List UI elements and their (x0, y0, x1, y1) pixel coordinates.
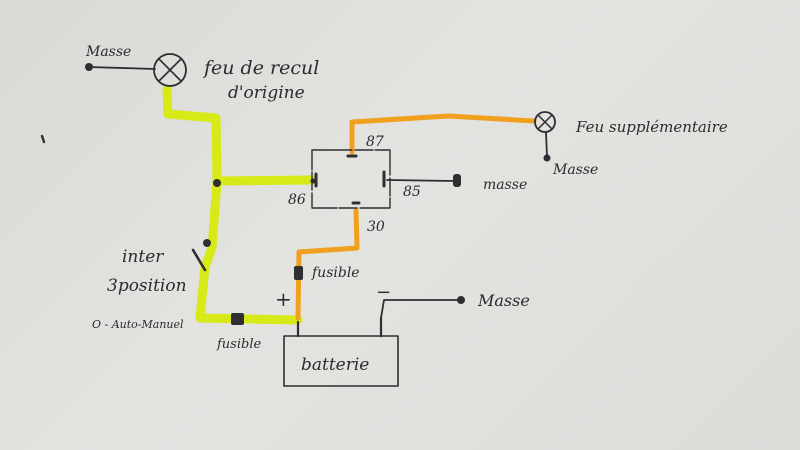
relay-masse-terminal (453, 174, 461, 187)
pin-85-label: 85 (403, 184, 421, 200)
orange-wire-30-to-battery (295, 207, 360, 321)
yellow-wire-to-relay-86 (212, 175, 317, 186)
label-masse-lamp-extra: Masse (552, 162, 598, 178)
label-3position: 3position (107, 276, 187, 296)
orange-wire-group (295, 113, 537, 321)
lamp-cross-icon (153, 53, 187, 87)
masse-wire-top-left (88, 66, 156, 70)
label-masse-relay: masse (483, 177, 527, 193)
fuse-orange (294, 266, 303, 280)
fuse-yellow (231, 313, 244, 325)
label-batterie: batterie (301, 355, 369, 375)
pin-87-label: 87 (366, 134, 384, 150)
pin-86-label: 86 (288, 192, 306, 208)
masse-terminal-battery (457, 296, 465, 304)
masse-terminal-lamp-extra (543, 154, 551, 162)
label-masse-battery: Masse (477, 291, 530, 310)
relay-masse-wire (386, 179, 456, 182)
switch-lever-icon (191, 248, 207, 272)
label-plus: + (275, 287, 292, 311)
label-switch-modes: O - Auto-Manuel (92, 318, 184, 331)
pin-30-label: 30 (367, 219, 385, 235)
battery-masse-wire (380, 299, 459, 319)
label-fusible-yellow: fusible (216, 337, 261, 352)
relay-box (311, 149, 391, 209)
junction-dot-86 (310, 178, 316, 184)
label-masse-top-left: Masse (85, 44, 131, 60)
junction-dot-relay (213, 179, 221, 187)
label-feu-recul-line1: feu de recul (202, 57, 319, 79)
junction-dot-switch (203, 239, 211, 247)
lamp-cross-icon (534, 111, 556, 133)
orange-wire-87-to-lamp (349, 113, 537, 155)
yellow-wire-lamp-down (162, 85, 222, 187)
lamp-extra-masse-wire (545, 132, 548, 157)
label-fusible-orange: fusible (311, 265, 360, 281)
label-feu-recul-line2: d'origine (228, 83, 305, 103)
stray-pen-mark (40, 134, 46, 144)
label-inter: inter (122, 247, 164, 267)
battery-box (283, 335, 399, 387)
label-feu-supplementaire: Feu supplémentaire (575, 118, 728, 136)
label-minus: − (376, 282, 391, 303)
